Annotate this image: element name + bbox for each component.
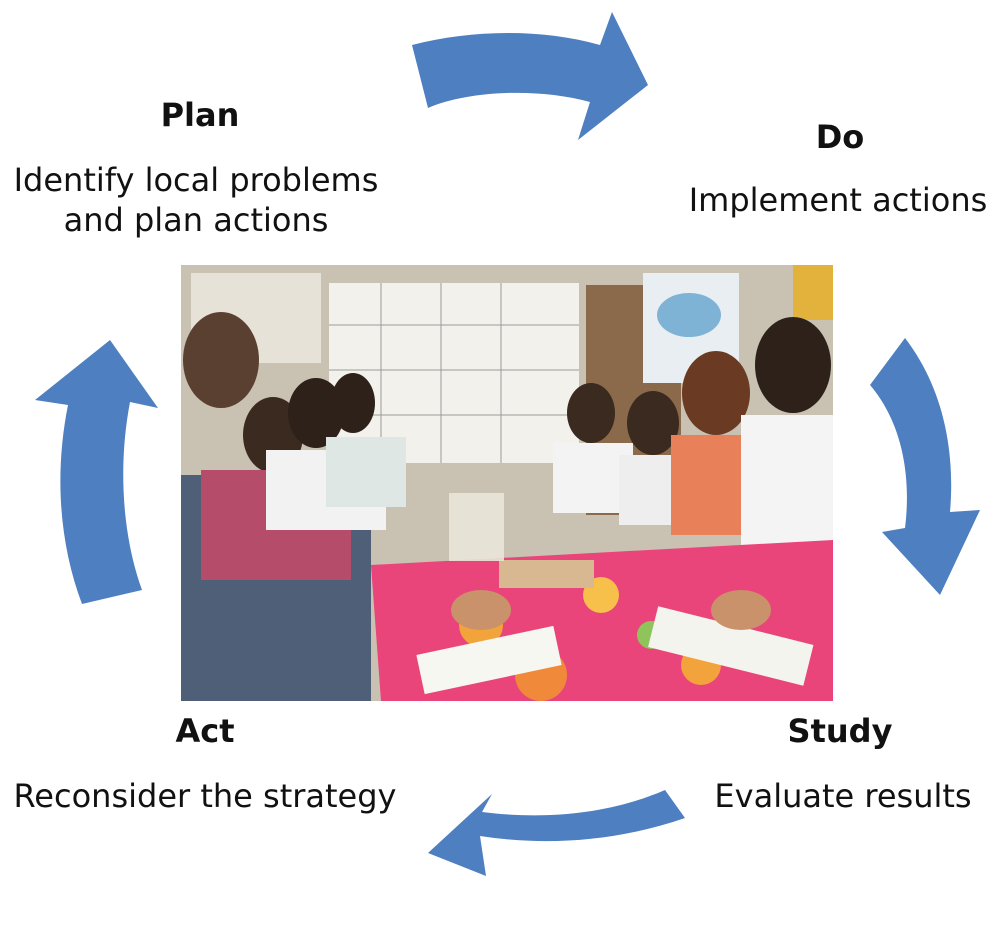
person-head: [627, 391, 679, 455]
stage-title-do: Do: [815, 118, 865, 156]
stage-title-plan: Plan: [160, 96, 240, 134]
arrow-plan-to-do: [412, 12, 648, 140]
hand: [451, 590, 511, 630]
poster-image: [657, 293, 721, 337]
arrow-do-to-study: [870, 338, 980, 595]
paper-chart: [329, 283, 579, 463]
person-body: [326, 437, 406, 507]
stage-desc-study: Evaluate results: [714, 777, 972, 815]
stage-title-study: Study: [787, 712, 893, 750]
hand: [711, 590, 771, 630]
person-head: [682, 351, 750, 435]
stage-desc-act: Reconsider the strategy: [13, 777, 397, 815]
poster-right: [793, 265, 833, 320]
stage-desc-do: Implement actions: [688, 181, 988, 219]
person-head: [288, 378, 344, 448]
person-head: [331, 373, 375, 433]
meeting-photo: [181, 265, 833, 701]
stage-title-act: Act: [175, 712, 235, 750]
stage-desc-plan: Identify local problems and plan actions: [13, 161, 379, 239]
book: [499, 560, 594, 588]
water-jug: [449, 493, 504, 561]
meeting-photo-illustration: [181, 265, 833, 701]
arrow-study-to-act: [428, 790, 685, 876]
notebook: [416, 625, 562, 695]
person-head: [755, 317, 831, 413]
notebook: [648, 606, 814, 686]
arrow-act-to-plan: [35, 340, 158, 604]
person-head: [567, 383, 615, 443]
person-head: [183, 312, 259, 408]
